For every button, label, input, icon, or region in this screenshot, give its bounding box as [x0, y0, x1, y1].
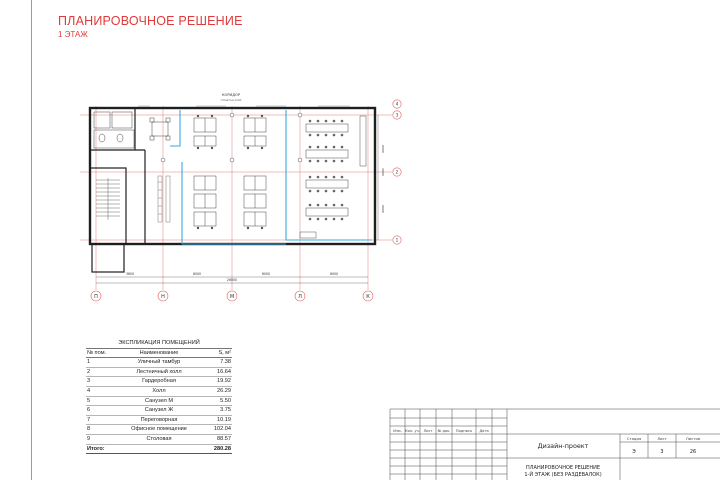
canteen-counter: [299, 115, 367, 239]
stamp-desc-line1: ПЛАНИРОВОЧНОЕ РЕШЕНИЕ: [526, 465, 600, 471]
col-axis-l: Л: [298, 294, 302, 300]
row-axis-1: 1: [396, 238, 399, 243]
axis-grid: [80, 106, 392, 290]
row-axis-4: 4: [396, 102, 399, 107]
col-header-area: S, м²: [204, 348, 232, 359]
row-axis-2: 2: [396, 170, 399, 175]
canteen-chairs: [308, 119, 344, 221]
col-axis-p: П: [94, 294, 98, 300]
sheet-title: ПЛАНИРОВОЧНОЕ РЕШЕНИЕ: [58, 14, 243, 28]
dim-right-1: 6000: [381, 145, 385, 153]
dimension-lines: [96, 115, 379, 284]
stamp-col-date: Дата: [479, 429, 488, 433]
wardrobe-racks: [157, 175, 171, 223]
table-total-row: Итого: 280.28: [86, 444, 232, 455]
stamp-desc-line2: 1-Й ЭТАЖ (БЕЗ РАЗДЕВАЛОК): [524, 471, 601, 478]
dim-bottom-3: 6000: [262, 272, 270, 276]
office-chairs: [196, 114, 264, 230]
stamp-stage: Э: [632, 449, 636, 455]
office-workstations: [193, 117, 267, 227]
meeting-room: [149, 117, 171, 141]
dim-bottom-1: 3600: [126, 272, 134, 276]
dim-right-2: 3000: [381, 168, 385, 176]
room-explication-table: ЭКСПЛИКАЦИЯ ПОМЕЩЕНИЙ № пом. Наименовани…: [86, 339, 232, 455]
stamp-project: Дизайн-проект: [538, 442, 589, 450]
stair: [96, 178, 120, 220]
total-value: 280.28: [204, 444, 232, 455]
sanitary-fixtures: [93, 111, 135, 149]
inner-walls: [89, 108, 146, 273]
col-header-name: Наименование: [114, 348, 204, 359]
canteen-tables: [305, 123, 349, 217]
stamp-hdr-sheet: Лист: [657, 436, 667, 441]
dim-bottom-2: 6000: [193, 272, 201, 276]
stamp-hdr-sheets: Листов: [686, 436, 701, 441]
corridor-sub-label: отметка 0.00: [221, 98, 242, 102]
stamp-col-list: Лист: [423, 429, 432, 433]
col-axis-m: М: [230, 294, 234, 300]
col-header-number: № пом.: [86, 348, 114, 359]
sheet-frame-line: [31, 0, 32, 480]
structural-columns: [160, 112, 303, 163]
sheet-subtitle: 1 ЭТАЖ: [58, 30, 88, 39]
row-axis-bubbles: [392, 99, 402, 245]
col-axis-bubbles: [90, 290, 374, 302]
row-axis-3: 3: [396, 113, 399, 118]
dim-bottom-total: 26000: [227, 278, 237, 282]
stamp-hdr-stage: Стадия: [627, 436, 642, 441]
total-label: Итого:: [86, 444, 114, 455]
stamp-sheets-total: 26: [690, 449, 696, 455]
corridor-label: КОРИДОР: [222, 93, 241, 97]
col-axis-n: Н: [161, 294, 165, 300]
col-axis-k: К: [366, 294, 370, 300]
stamp-sheet-number: 3: [660, 449, 663, 455]
stamp-col-kol: Кол. уч.: [405, 429, 420, 433]
glass-partitions: [170, 110, 372, 245]
dim-bottom-4: 6000: [330, 272, 338, 276]
stamp-col-izm: Изм.: [393, 429, 401, 433]
dim-right-3: 6000: [381, 205, 385, 213]
explication-caption: ЭКСПЛИКАЦИЯ ПОМЕЩЕНИЙ: [86, 339, 232, 349]
stamp-col-sign: Подпись: [456, 429, 472, 433]
stamp-col-doc: № док.: [438, 429, 451, 433]
